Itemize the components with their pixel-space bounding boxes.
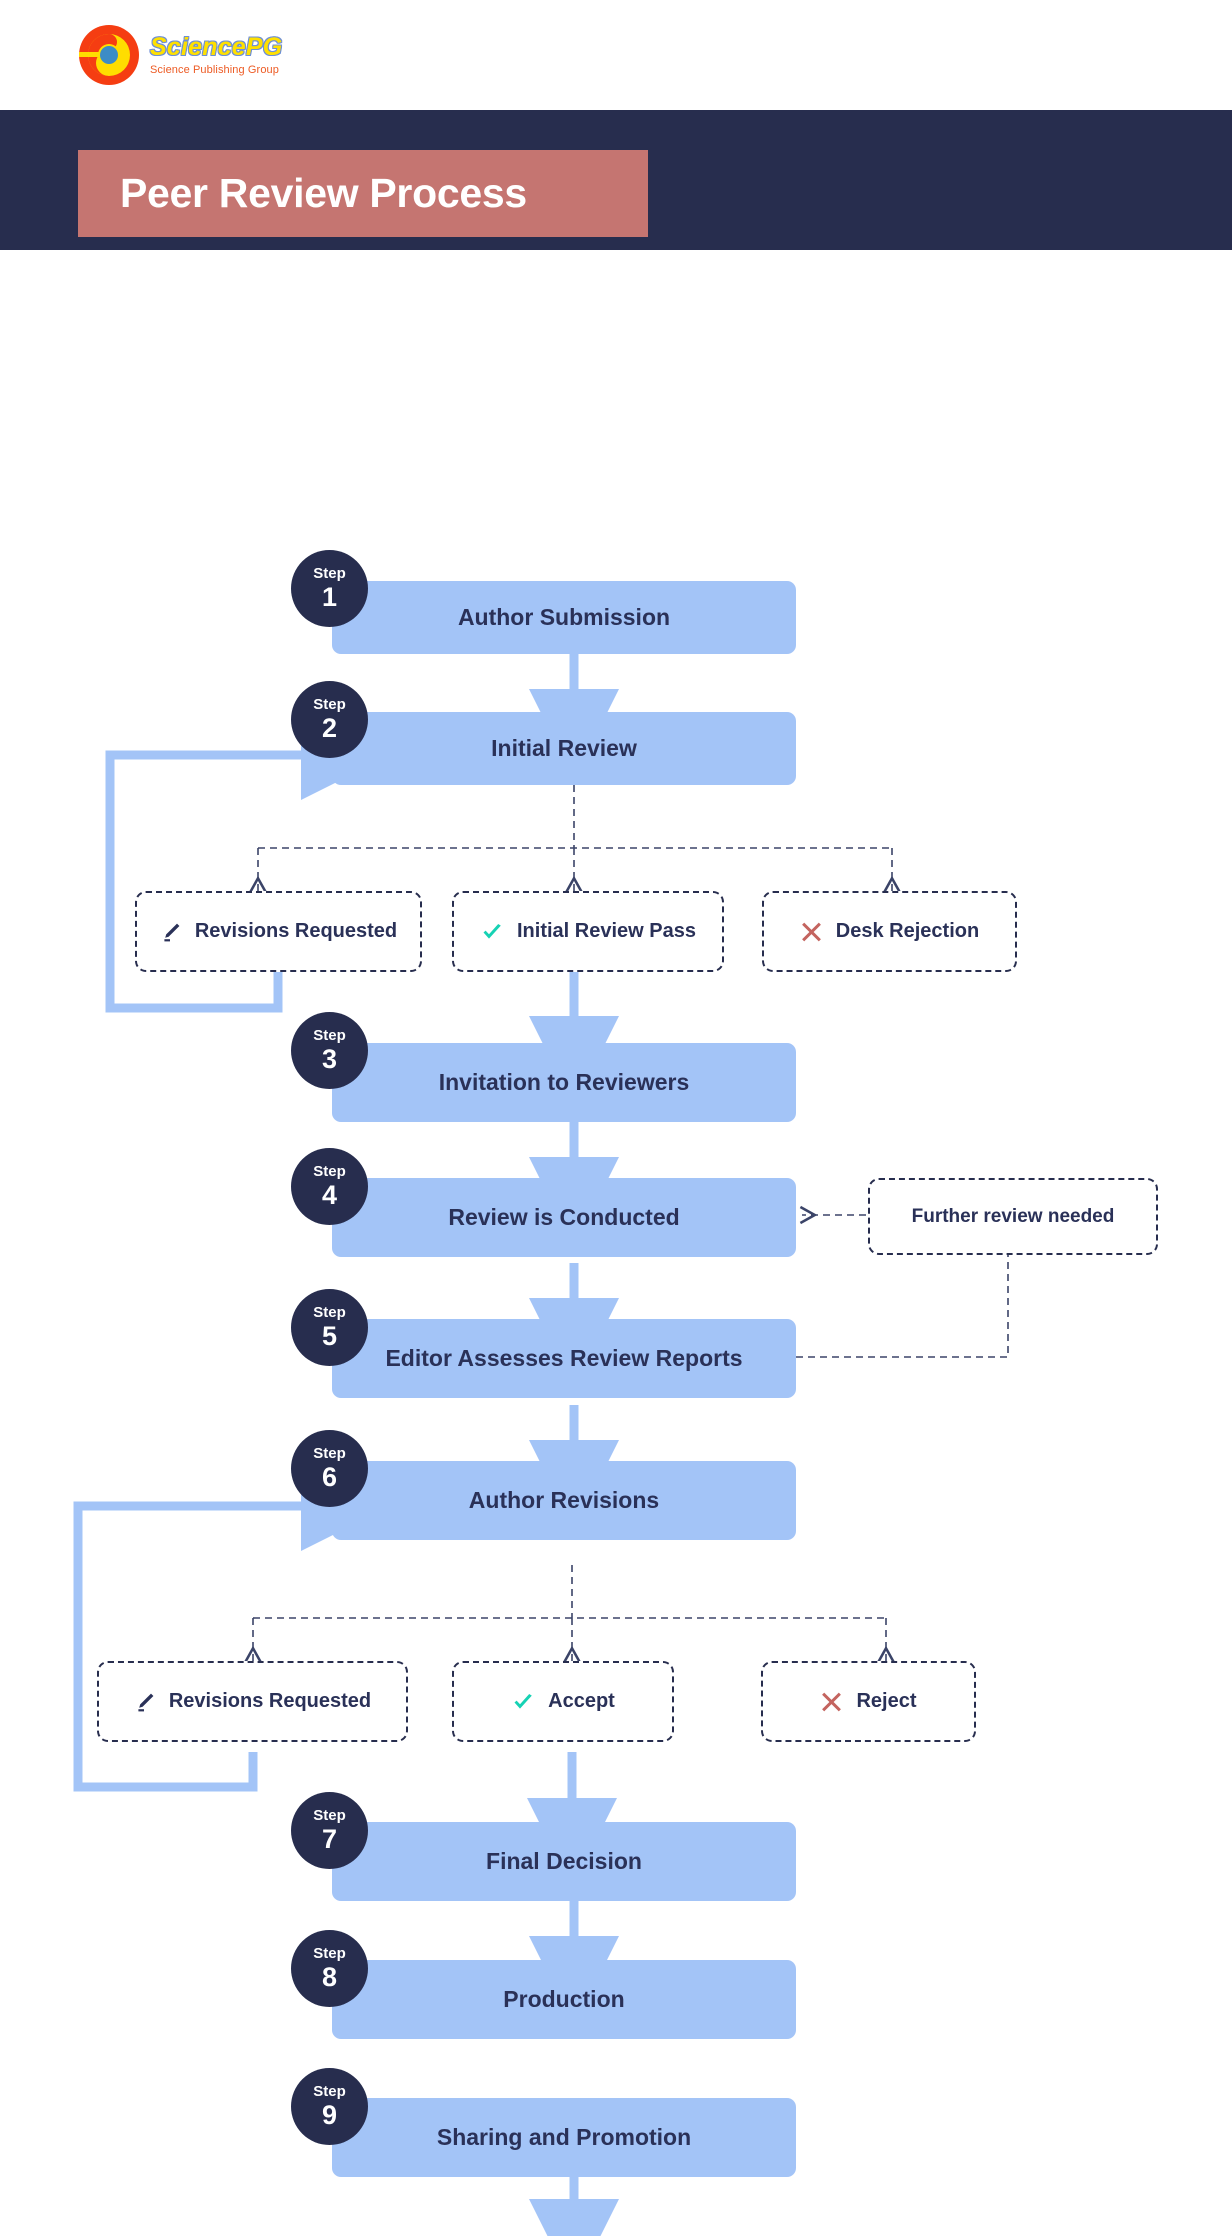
step-badge-8: Step 8: [291, 1930, 368, 2007]
outcome-initial-review-pass[interactable]: Initial Review Pass: [452, 891, 724, 972]
step-box-7[interactable]: Final Decision: [332, 1822, 796, 1901]
badge-number-9: 9: [321, 2100, 338, 2130]
sciencepg-logo-icon: [78, 24, 140, 86]
cross-icon: [800, 920, 823, 943]
step-label-4: Review is Conducted: [448, 1204, 680, 1230]
badge-number-7: 7: [321, 1824, 338, 1854]
step-badge-7: Step 7: [291, 1792, 368, 1869]
pencil-icon: [134, 1691, 156, 1713]
badge-word-4: Step: [313, 1163, 346, 1180]
step-label-8: Production: [503, 1986, 625, 2012]
badge-word-8: Step: [313, 1945, 346, 1962]
brand-tagline: Science Publishing Group: [150, 63, 279, 76]
step-box-1[interactable]: Author Submission: [332, 581, 796, 654]
step-box-4[interactable]: Review is Conducted: [332, 1178, 796, 1257]
step-label-6: Author Revisions: [468, 1487, 660, 1513]
check-icon: [511, 1690, 535, 1714]
outcome-label: Revisions Requested: [194, 920, 398, 942]
logo-bar: SciencePG Science Publishing Group: [0, 0, 1232, 110]
step-label-3: Invitation to Reviewers: [438, 1069, 690, 1095]
step-badge-1: Step 1: [291, 550, 368, 627]
step-box-5[interactable]: Editor Assesses Review Reports: [332, 1319, 796, 1398]
step-box-2[interactable]: Initial Review: [332, 712, 796, 785]
step-box-9[interactable]: Sharing and Promotion: [332, 2098, 796, 2177]
step-badge-5: Step 5: [291, 1289, 368, 1366]
badge-number-6: 6: [321, 1462, 338, 1492]
outcome-reject[interactable]: Reject: [761, 1661, 976, 1742]
badge-word-6: Step: [313, 1445, 346, 1462]
brand-logo[interactable]: SciencePG Science Publishing Group: [78, 24, 282, 86]
badge-word-9: Step: [313, 2083, 346, 2100]
badge-number-2: 2: [321, 713, 338, 743]
connector-layer: [73, 654, 1009, 1986]
badge-word-3: Step: [313, 1027, 346, 1044]
check-icon: [480, 920, 504, 944]
badge-word-7: Step: [313, 1807, 346, 1824]
pencil-icon: [160, 921, 182, 943]
step-label-7: Final Decision: [486, 1848, 642, 1874]
outcome-revisions-requested-1[interactable]: Revisions Requested: [135, 891, 422, 972]
note-label: Further review needed: [911, 1205, 1115, 1227]
step-label-2: Initial Review: [491, 735, 637, 761]
step-badge-6: Step 6: [291, 1430, 368, 1507]
badge-number-4: 4: [321, 1180, 338, 1210]
outcome-label: Accept: [548, 1690, 615, 1712]
step-label-5: Editor Assesses Review Reports: [385, 1345, 743, 1371]
step-badge-3: Step 3: [291, 1012, 368, 1089]
step-label-1: Author Submission: [457, 604, 671, 630]
outcome-label: Desk Rejection: [835, 920, 980, 942]
badge-number-5: 5: [321, 1321, 338, 1351]
brand-name: SciencePG: [150, 32, 283, 61]
outcome-desk-rejection[interactable]: Desk Rejection: [762, 891, 1017, 972]
outcome-label: Reject: [856, 1690, 917, 1712]
badge-word-1: Step: [313, 565, 346, 582]
outcome-label: Initial Review Pass: [517, 920, 696, 942]
flowchart-canvas: Author Submission Step 1 Initial Review …: [0, 250, 1232, 2236]
step-label-9: Sharing and Promotion: [436, 2124, 692, 2150]
step-badge-2: Step 2: [291, 681, 368, 758]
outcome-revisions-requested-2[interactable]: Revisions Requested: [97, 1661, 408, 1742]
note-further-review-needed[interactable]: Further review needed: [868, 1178, 1158, 1255]
badge-word-2: Step: [313, 696, 346, 713]
step-badge-4: Step 4: [291, 1148, 368, 1225]
badge-number-1: 1: [321, 582, 338, 612]
step-box-8[interactable]: Production: [332, 1960, 796, 2039]
outcome-accept[interactable]: Accept: [452, 1661, 674, 1742]
cross-icon: [820, 1690, 843, 1713]
step-badge-9: Step 9: [291, 2068, 368, 2145]
step-box-3[interactable]: Invitation to Reviewers: [332, 1043, 796, 1122]
badge-word-5: Step: [313, 1304, 346, 1321]
page-title-chip: Peer Review Process: [78, 150, 648, 237]
page-title: Peer Review Process: [120, 170, 527, 216]
step-box-6[interactable]: Author Revisions: [332, 1461, 796, 1540]
badge-number-3: 3: [321, 1044, 338, 1074]
outcome-label: Revisions Requested: [168, 1690, 372, 1712]
title-band: Peer Review Process: [0, 110, 1232, 250]
badge-number-8: 8: [321, 1962, 338, 1992]
